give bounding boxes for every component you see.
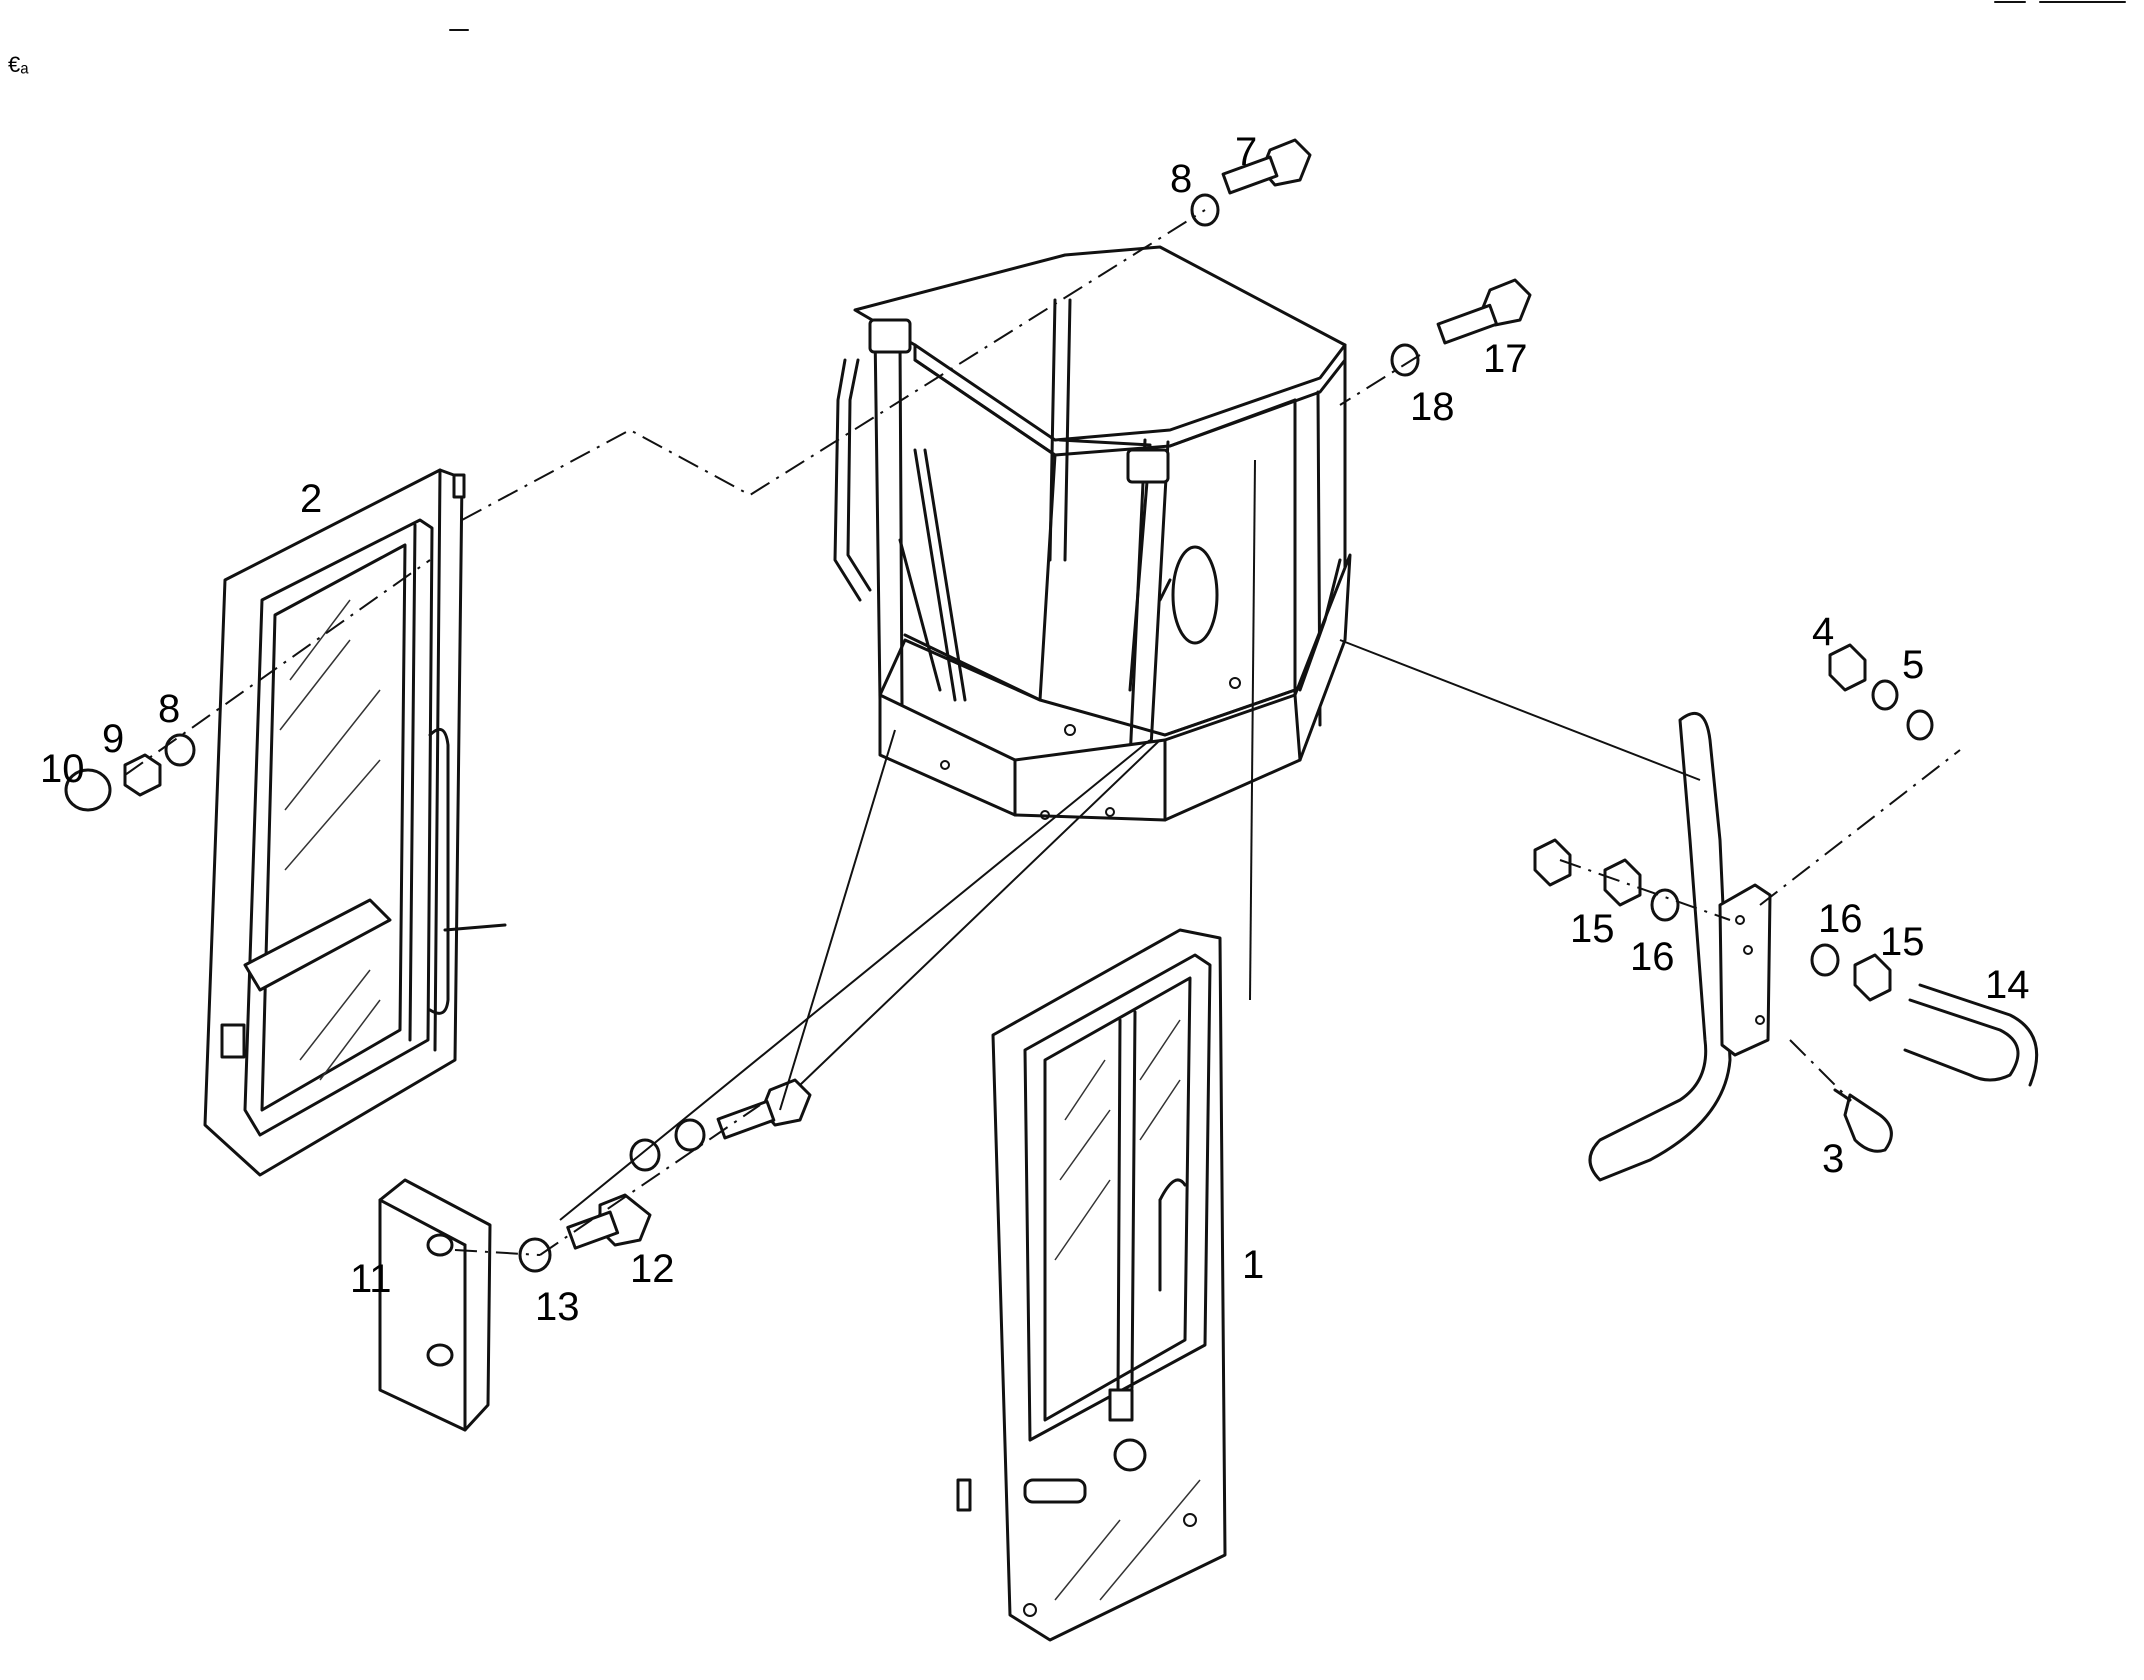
cab-assembly <box>833 245 1352 822</box>
callout-17: 17 <box>1483 337 1528 381</box>
leader-lines <box>124 209 1961 1256</box>
callout-10: 10 <box>40 747 85 791</box>
callout-4: 4 <box>1812 610 1834 654</box>
left-door-part-2 <box>203 468 507 1177</box>
plate-part-11 <box>378 1178 492 1432</box>
front-door-part-1 <box>956 928 1227 1642</box>
callout-15-left: 15 <box>1570 907 1615 951</box>
callout-8-top: 8 <box>1170 157 1192 201</box>
callout-14: 14 <box>1985 963 2030 1007</box>
callout-15-right: 15 <box>1880 920 1925 964</box>
callout-18: 18 <box>1410 385 1455 429</box>
callout-2: 2 <box>300 477 322 521</box>
callout-3: 3 <box>1822 1137 1844 1181</box>
callout-16-right: 16 <box>1818 897 1863 941</box>
corner-mark: €ₐ <box>8 52 29 77</box>
callout-12: 12 <box>630 1247 675 1291</box>
callout-1: 1 <box>1242 1243 1264 1287</box>
callout-8-left: 8 <box>158 687 180 731</box>
callout-5: 5 <box>1902 643 1924 687</box>
callout-7: 7 <box>1235 130 1257 174</box>
callout-9: 9 <box>102 717 124 761</box>
callout-16-left: 16 <box>1630 935 1675 979</box>
callout-11: 11 <box>350 1257 392 1301</box>
callout-13: 13 <box>535 1285 580 1329</box>
fasteners <box>64 138 1934 1273</box>
handrail-assembly <box>1588 711 2039 1182</box>
